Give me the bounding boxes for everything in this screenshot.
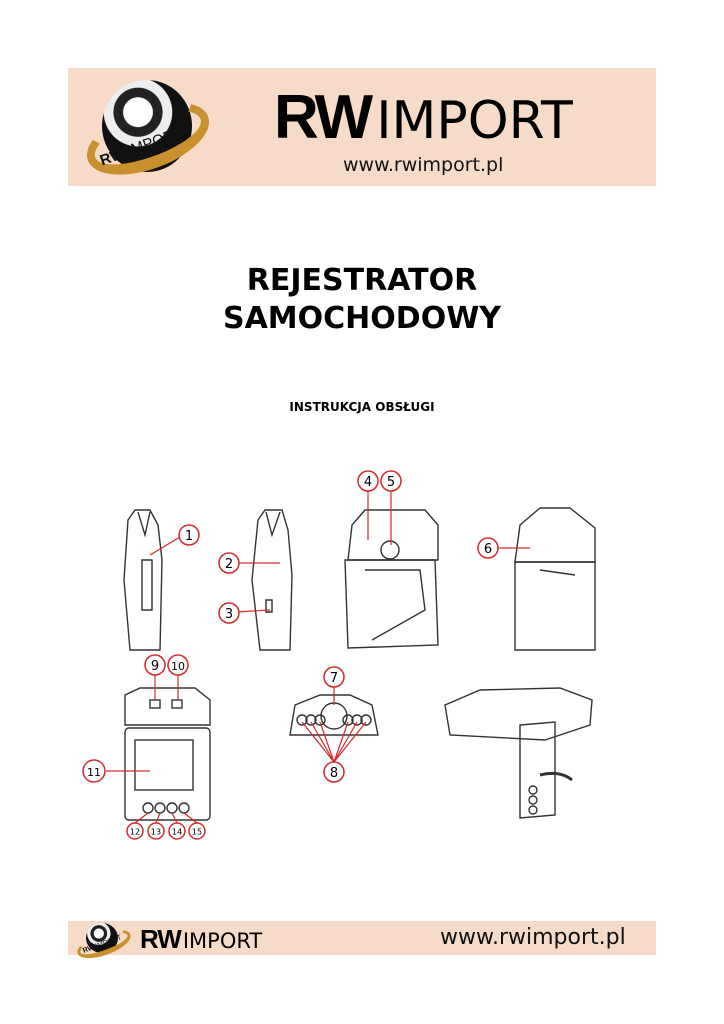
- callout-11: 11: [82, 759, 106, 783]
- device-rear-view: [514, 507, 596, 651]
- callout-label: 15: [192, 828, 202, 837]
- callout-label: 13: [151, 828, 161, 837]
- callout-10: 10: [167, 654, 189, 676]
- callout-13: 13: [147, 822, 165, 840]
- callout-12: 12: [126, 822, 144, 840]
- footer-brand-wordmark: RWIMPORT: [140, 924, 263, 954]
- callout-label: 5: [387, 475, 395, 490]
- callout-1: 1: [178, 524, 200, 546]
- callout-label: 8: [330, 766, 338, 781]
- callout-circle: [147, 822, 165, 840]
- callout-label: 9: [151, 659, 159, 674]
- header-url: www.rwimport.pl: [343, 154, 504, 176]
- callout-label: 12: [130, 828, 140, 837]
- device-side-view-right: [251, 509, 293, 651]
- footer-globe-logo: RW IMPORT: [73, 923, 135, 964]
- callout-label: 14: [172, 828, 182, 837]
- callout-6: 6: [477, 537, 499, 559]
- callout-circle: [126, 822, 144, 840]
- callout-8: 8: [323, 761, 345, 783]
- footer-banner: RW IMPORT RWIMPORT www.rwimport.pl: [68, 921, 656, 964]
- callout-label: 11: [87, 766, 101, 779]
- device-perspective-view: [444, 687, 593, 819]
- callout-circle: [357, 470, 379, 492]
- callout-9: 9: [144, 654, 166, 676]
- callout-4: 4: [357, 470, 379, 492]
- callout-circle: [218, 552, 240, 574]
- callout-7: 7: [323, 666, 345, 688]
- callout-label: 3: [225, 607, 233, 622]
- callout-2: 2: [218, 552, 240, 574]
- callout-14: 14: [168, 822, 186, 840]
- callout-circle: [144, 654, 166, 676]
- callout-circle: [178, 524, 200, 546]
- callout-label: 10: [171, 660, 185, 673]
- callout-circle: [168, 822, 186, 840]
- callout-circle: [188, 822, 206, 840]
- callout-circle: [82, 759, 106, 783]
- callout-circle: [477, 537, 499, 559]
- callout-circle: [323, 666, 345, 688]
- callout-circle: [218, 602, 240, 624]
- globe-logo: RW IMPORT: [77, 80, 219, 190]
- callout-5: 5: [380, 470, 402, 492]
- device-front-view: [124, 687, 211, 821]
- callout-circle: [323, 761, 345, 783]
- device-drawings: [123, 507, 596, 821]
- callout-circle: [380, 470, 402, 492]
- callout-3: 3: [218, 602, 240, 624]
- callout-label: 7: [330, 671, 338, 686]
- callout-circle: [167, 654, 189, 676]
- callout-label: 1: [185, 529, 193, 544]
- document-title: REJESTRATOR SAMOCHODOWY: [222, 263, 502, 336]
- callout-15: 15: [188, 822, 206, 840]
- callout-label: 6: [484, 542, 492, 557]
- callout-label: 4: [364, 475, 372, 490]
- callout-label: 2: [225, 557, 233, 572]
- footer-url: www.rwimport.pl: [440, 925, 626, 950]
- device-side-view-left: [123, 509, 163, 651]
- document-subtitle: INSTRUKCJA OBSŁUGI: [289, 400, 435, 414]
- device-back-view: [344, 509, 439, 649]
- callout-leader-lines: [106, 491, 530, 824]
